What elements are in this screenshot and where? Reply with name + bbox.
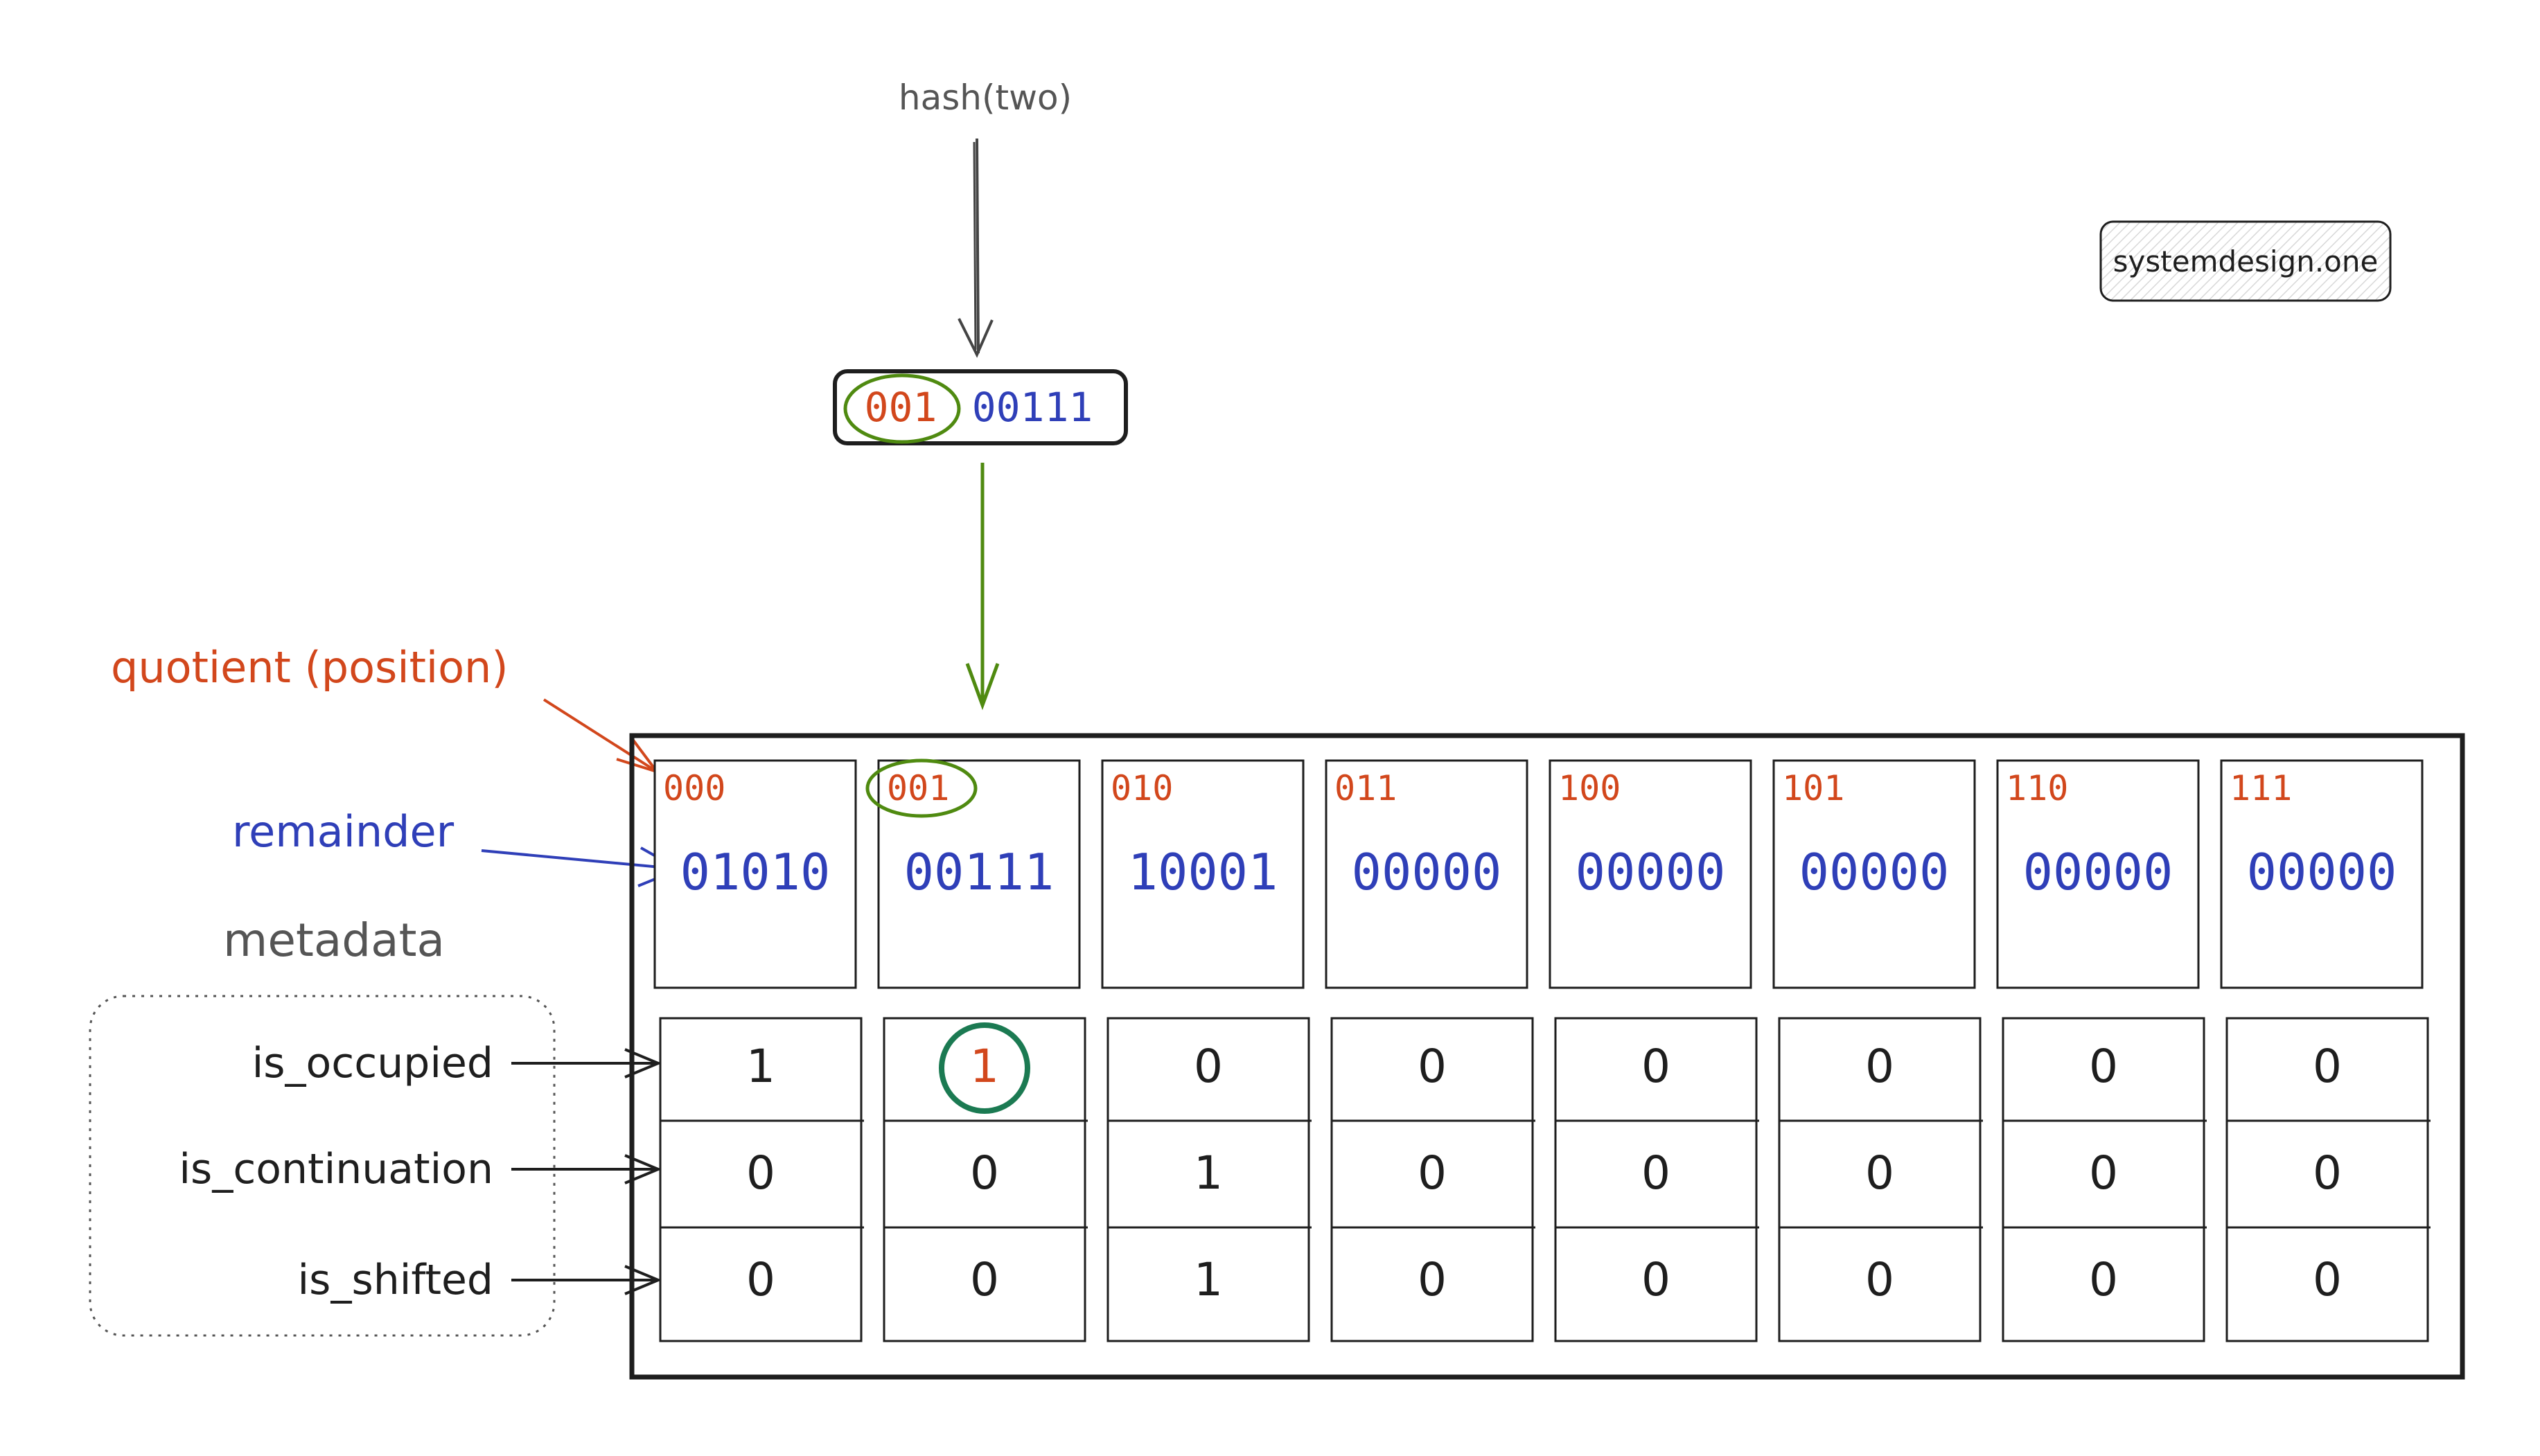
remainder-cell [1101,759,1305,989]
slot-quotient: 010 [1111,768,1173,808]
hash-value-box: 001 00111 [833,369,1128,445]
metadata-field-label: is_shifted [298,1256,493,1304]
slot-remainder: 00000 [2023,843,2173,901]
slot-is-continuation: 1 [1194,1146,1223,1200]
slot-is-shifted: 0 [1418,1253,1447,1306]
remainder-label-arrow [481,846,682,887]
hash-arrow [958,138,994,358]
remainder-label: remainder [232,806,455,857]
slot-remainder: 10001 [1128,843,1278,901]
hash-label: hash(two) [899,78,1072,118]
slot-is-occupied: 1 [746,1040,775,1093]
green-arrow [965,463,1000,711]
slot-remainder: 00000 [1352,843,1502,901]
slot-is-continuation: 0 [1865,1146,1894,1200]
slot-quotient: 001 [887,768,949,808]
slot-is-shifted: 0 [746,1253,775,1306]
remainder-cell [653,759,857,989]
slot-remainder: 00000 [2247,843,2397,901]
slot-quotient: 101 [1782,768,1844,808]
slot-is-occupied: 1 [970,1040,999,1093]
slot-is-shifted: 0 [2313,1253,2342,1306]
slot-is-continuation: 0 [1418,1146,1447,1200]
metadata-cell [883,1017,1086,1342]
hash-quotient: 001 [865,384,937,431]
metadata-cell [1330,1017,1534,1342]
metadata-cell [1106,1017,1310,1342]
remainder-cell [1325,759,1528,989]
metadata-cell [659,1017,863,1342]
slot-is-continuation: 0 [2089,1146,2118,1200]
remainder-cell [1996,759,2200,989]
slot-remainder: 01010 [680,843,831,901]
slot-quotient: 011 [1334,768,1397,808]
occupied-highlight-circle [939,1022,1030,1114]
slot-010: 010 10001 0 1 1 [1101,759,1312,1342]
watermark-text: systemdesign.one [2113,245,2379,278]
slot-quotient: 000 [663,768,725,808]
metadata-field-is-continuation: is_continuation [179,1145,662,1193]
slot-is-continuation: 0 [1641,1146,1670,1200]
metadata-field-labels: is_occupied is_continuation is_shifted [179,1039,662,1304]
filter-table-frame [629,733,2465,1380]
slot-is-continuation: 0 [970,1146,999,1200]
slot-quotient: 111 [2230,768,2292,808]
slot-is-shifted: 1 [1194,1253,1223,1306]
slot-remainder: 00000 [1799,843,1950,901]
metadata-field-arrowhead [624,1154,662,1184]
slot-is-shifted: 0 [970,1253,999,1306]
metadata-cell [1778,1017,1982,1342]
quotient-match-ellipse [865,758,978,818]
metadata-field-label: is_continuation [179,1145,493,1193]
metadata-field-label: is_occupied [252,1039,493,1087]
hash-remainder: 00111 [972,384,1093,431]
slot-quotient: 100 [1558,768,1621,808]
remainder-cell [1549,759,1752,989]
slot-is-occupied: 0 [1418,1040,1447,1093]
slot-is-continuation: 0 [746,1146,775,1200]
metadata-group-box [89,995,556,1337]
remainder-cell [877,759,1081,989]
remainder-cell [1772,759,1976,989]
slot-array: 0000101010000100111100010100010110110000… [653,758,2431,1342]
slot-is-occupied: 0 [1865,1040,1894,1093]
watermark-badge: systemdesign.one [2099,220,2392,302]
metadata-field-is-occupied: is_occupied [252,1039,662,1087]
slot-is-occupied: 0 [1194,1040,1223,1093]
quotient-highlight-ellipse [843,373,961,444]
metadata-field-is-shifted: is_shifted [298,1256,662,1304]
quotient-label: quotient (position) [111,642,509,693]
slot-is-shifted: 0 [1641,1253,1670,1306]
metadata-cell [2225,1017,2429,1342]
slot-is-shifted: 0 [1865,1253,1894,1306]
slot-is-continuation: 0 [2313,1146,2342,1200]
slot-is-occupied: 0 [2313,1040,2342,1093]
metadata-label: metadata [223,914,445,967]
slot-remainder: 00000 [1576,843,1726,901]
slot-is-shifted: 0 [2089,1253,2118,1306]
metadata-cell [1554,1017,1758,1342]
slot-quotient: 110 [2006,768,2068,808]
slot-is-occupied: 0 [1641,1040,1670,1093]
metadata-cell [2002,1017,2205,1342]
slot-remainder: 00111 [904,843,1055,901]
remainder-cell [2220,759,2424,989]
metadata-field-arrowhead [624,1265,662,1295]
metadata-field-arrowhead [624,1048,662,1078]
slot-is-occupied: 0 [2089,1040,2118,1093]
slot-001: 001 00111 1 0 0 [865,758,1088,1342]
